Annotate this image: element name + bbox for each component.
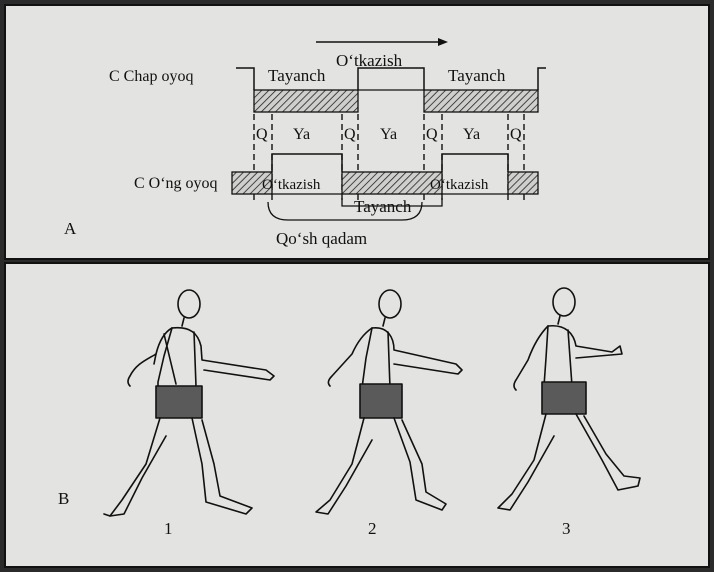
panel-a-letter: A [64, 219, 77, 238]
panel-b-letter: B [58, 489, 69, 508]
walker-figure-3: 3 [498, 288, 640, 538]
right-foot-label: C O‘ng oyoq [134, 175, 218, 192]
phase-label-q-1: Q [256, 126, 268, 143]
gait-timing-diagram: O‘tkazish C Chap oyoq Tayanch Tayanch Q … [6, 6, 712, 262]
left-foot-step-line-2 [358, 68, 424, 90]
support-label-top-2: Tayanch [448, 66, 506, 85]
figure-number-1: 1 [164, 519, 173, 538]
transfer-label-bottom-2: O‘tkazish [430, 177, 489, 193]
figure-number-3: 3 [562, 519, 571, 538]
support-label-bottom: Tayanch [354, 197, 412, 216]
transfer-arrow-head [438, 38, 448, 46]
left-support-bar-2 [424, 90, 538, 112]
phase-label-q-4: Q [510, 126, 522, 143]
double-step-label: Qo‘sh qadam [276, 229, 367, 248]
phase-label-ya-1: Ya [293, 126, 310, 143]
right-foot-step-line-1 [272, 154, 342, 172]
phase-label-q-3: Q [426, 126, 438, 143]
transfer-label-top: O‘tkazish [336, 51, 403, 70]
right-support-bar-3 [508, 172, 538, 194]
right-foot-step-line-2 [442, 154, 508, 172]
left-support-bar-1 [254, 90, 358, 112]
right-support-bar-2 [342, 172, 442, 194]
support-label-top-1: Tayanch [268, 66, 326, 85]
gait-diagram-panel: O‘tkazish C Chap oyoq Tayanch Tayanch Q … [4, 4, 710, 260]
phase-label-ya-2: Ya [380, 126, 397, 143]
walker-figure-1: 1 [104, 290, 274, 538]
figure-number-2: 2 [368, 519, 377, 538]
left-foot-label: C Chap oyoq [109, 68, 193, 85]
left-foot-step-line-3 [538, 68, 546, 90]
phase-label-ya-3: Ya [463, 126, 480, 143]
walker-figure-2: 2 [316, 290, 462, 538]
walker-figures-panel: B 1 2 [4, 262, 710, 568]
left-foot-step-line-1 [236, 68, 254, 90]
walker-illustration: B 1 2 [6, 264, 712, 570]
transfer-label-bottom-1: O‘tkazish [262, 177, 321, 193]
phase-label-q-2: Q [344, 126, 356, 143]
